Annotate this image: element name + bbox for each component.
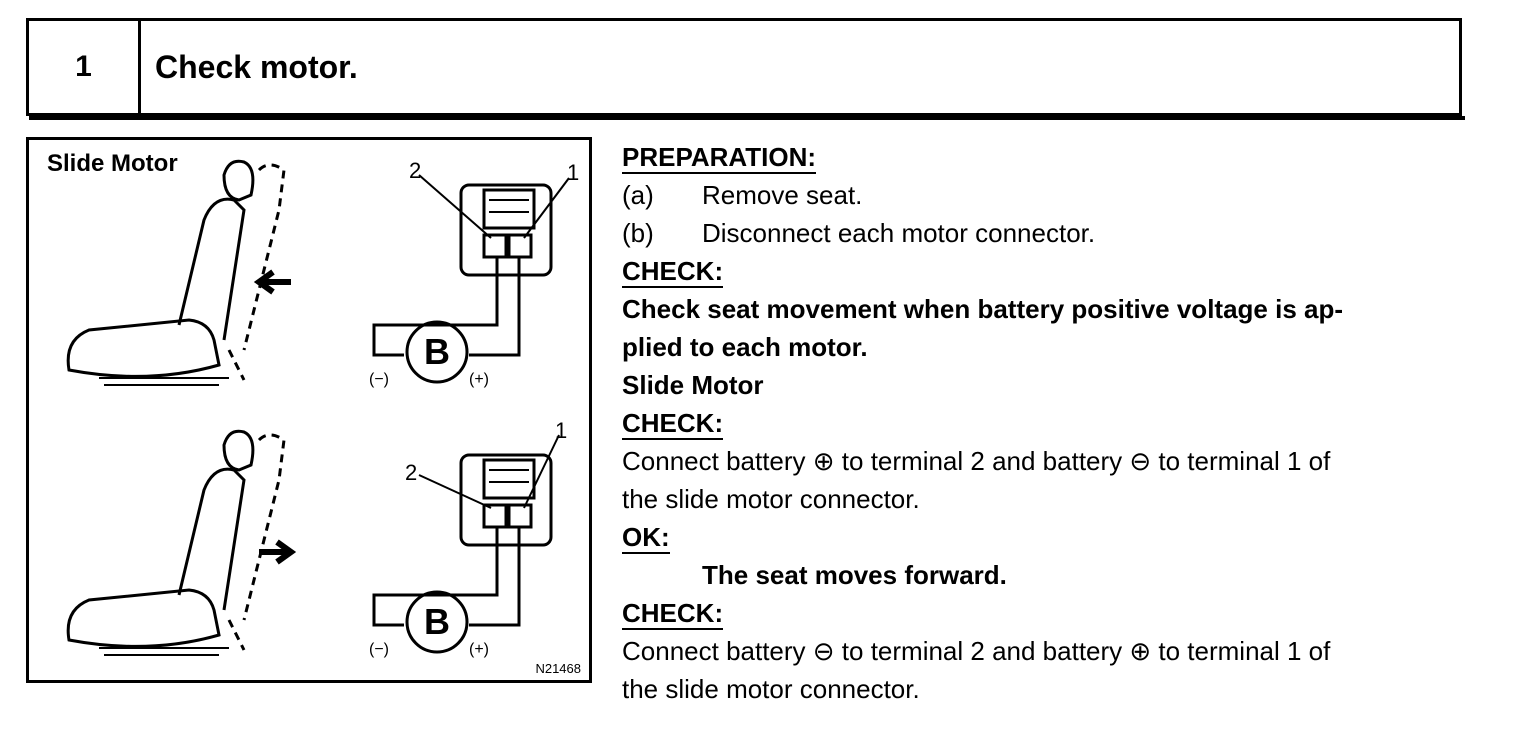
check-line-2: plied to each motor. [622, 332, 868, 362]
check3-line-1: Connect battery ⊖ to terminal 2 and batt… [622, 636, 1331, 666]
arrow-forward-icon [259, 539, 297, 565]
check2-line-2: the slide motor connector. [622, 484, 920, 514]
figure-title: Slide Motor [47, 150, 178, 177]
connector-upper [372, 174, 570, 357]
terminal-2-label-upper: 2 [409, 158, 421, 183]
step-number: 1 [29, 21, 141, 113]
step-title: Check motor. [155, 48, 358, 85]
prep-b-text: Disconnect each motor connector. [702, 218, 1096, 248]
neg-label-upper: (−) [369, 371, 389, 388]
ok-heading: OK: [622, 522, 670, 554]
seat-lower-illustration [66, 429, 286, 656]
neg-label-lower: (−) [369, 641, 389, 658]
prep-a-label: (a) [622, 180, 654, 210]
slide-motor-figure: 2 1 B (−) (+) 2 1 B (−) (+) Slide Motor … [26, 137, 592, 683]
step-header: 1 Check motor. [26, 18, 1465, 120]
pos-label-lower: (+) [469, 641, 489, 658]
battery-upper-circle [405, 320, 469, 384]
check-line-1: Check seat movement when battery positiv… [622, 294, 1344, 324]
ok-text: The seat moves forward. [702, 560, 1007, 590]
check2-heading: CHECK: [622, 408, 724, 440]
prep-a-text: Remove seat. [702, 180, 863, 210]
instructions: PREPARATION: (a) Remove seat. (b) Disconne… [622, 138, 1482, 708]
figure-code: N21468 [535, 661, 581, 676]
seat-connector-diagram: 2 1 B (−) (+) 2 1 B (−) (+) [66, 158, 579, 658]
battery-lower-circle [405, 590, 469, 654]
terminal-1-label-lower: 1 [555, 418, 567, 443]
terminal-1-label-upper: 1 [567, 160, 579, 185]
terminal-2-label-lower: 2 [405, 460, 417, 485]
seat-upper-illustration [66, 159, 286, 386]
connector-lower [372, 434, 560, 627]
check2-line-1: Connect battery ⊕ to terminal 2 and batt… [622, 446, 1331, 476]
preparation-heading: PREPARATION: [622, 142, 817, 174]
check-heading: CHECK: [622, 256, 724, 288]
battery-label-upper: B [424, 331, 450, 372]
check3-line-2: the slide motor connector. [622, 674, 920, 704]
arrow-back-icon [253, 269, 291, 295]
pos-label-upper: (+) [469, 371, 489, 388]
battery-label-lower: B [424, 601, 450, 642]
slide-motor-heading: Slide Motor [622, 370, 764, 400]
check3-heading: CHECK: [622, 598, 724, 630]
prep-b-label: (b) [622, 218, 654, 248]
